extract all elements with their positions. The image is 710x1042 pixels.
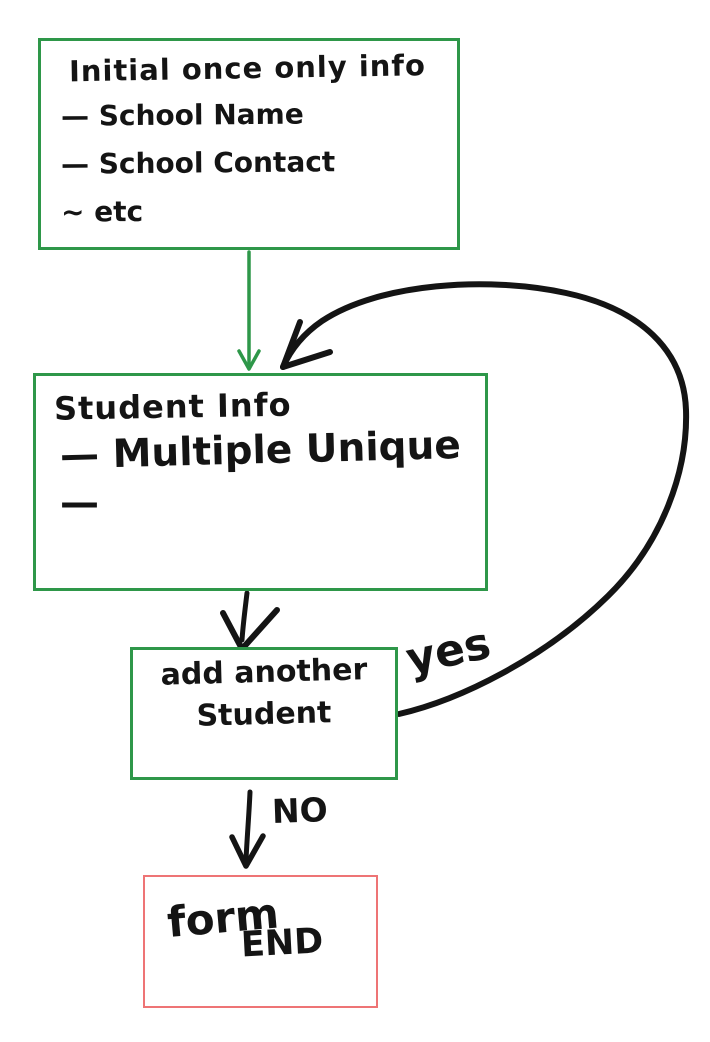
add-another-student-node: add another Student [130,647,398,780]
student-info-title: Student Info [53,385,292,428]
student-info-item-blank: — [60,481,99,526]
initial-info-item-school-contact: — School Contact [60,145,336,181]
student-to-add-arrow [220,590,280,652]
yes-edge-label: yes [401,617,496,686]
initial-info-item-school-name: — School Name [60,97,304,133]
no-branch-arrow [229,789,266,869]
initial-info-title: Initial once only info [68,48,427,89]
no-edge-label: NO [271,790,329,831]
add-another-line-2: Student [196,695,332,734]
student-info-item-multiple-unique: — Multiple Unique [59,422,462,479]
initial-info-item-etc: ~ etc [60,194,144,229]
initial-to-student-arrow [237,250,261,371]
form-end-line-2: END [240,921,325,966]
student-info-node: Student Info — Multiple Unique — [33,373,488,591]
add-another-line-1: add another [160,652,368,693]
initial-info-node: Initial once only info — School Name — S… [38,38,460,250]
form-end-node: form END [143,875,378,1008]
